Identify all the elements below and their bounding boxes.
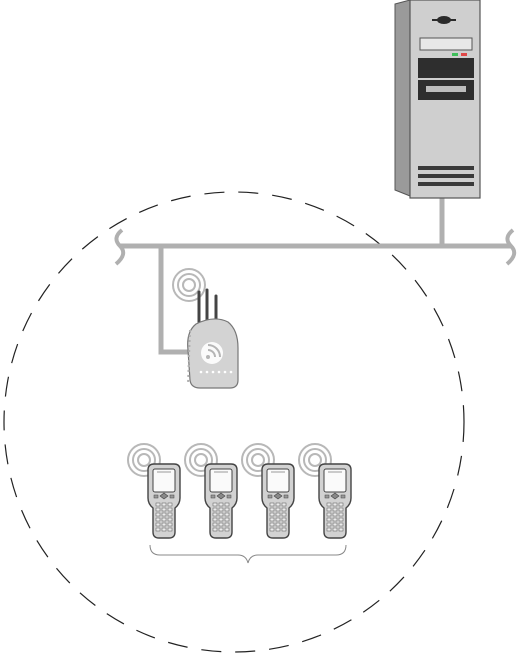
handheld-terminal-1	[128, 444, 180, 538]
server-tower-icon	[395, 0, 480, 198]
handheld-terminal-3	[242, 444, 294, 538]
network-backbone	[116, 196, 514, 352]
terminals-group-brace	[150, 545, 346, 563]
handheld-terminal-4	[299, 444, 351, 538]
coverage-area-circle	[4, 192, 464, 652]
handheld-terminal-2	[185, 444, 237, 538]
wireless-access-point-icon	[173, 269, 238, 388]
